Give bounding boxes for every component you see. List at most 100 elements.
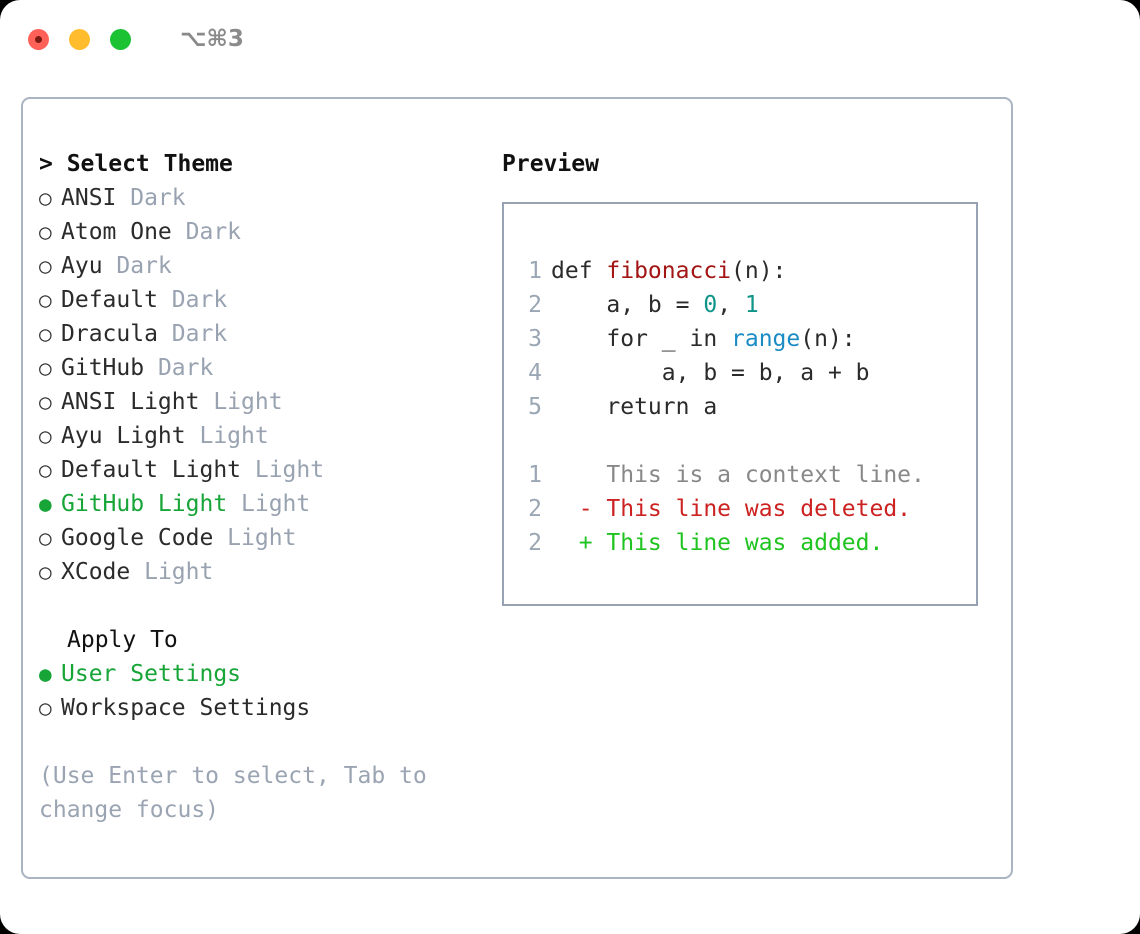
code-token-plain: (n): [731,258,787,284]
maximize-window-button[interactable] [110,28,131,50]
main-panel: > Select Theme ○ANSI Dark○Atom One Dark○… [21,97,1013,879]
theme-option-label: GitHub Light [61,491,228,517]
theme-selector-column: > Select Theme ○ANSI Dark○Atom One Dark○… [39,147,489,827]
diff-line-content: - This line was deleted. [551,496,912,522]
apply-to-option-workspace-settings[interactable]: ○ Workspace Settings [39,691,489,725]
theme-option-xcode[interactable]: ○XCode Light [39,555,489,589]
theme-option-github[interactable]: ○GitHub Dark [39,351,489,385]
diff-line-content: + This line was added. [551,530,884,556]
theme-option-label: ANSI Light [61,389,200,415]
code-line: 2 a, b = 0, 1 [516,288,925,322]
theme-option-variant-tag: Light [241,457,325,483]
close-window-button[interactable] [28,28,49,50]
code-token-plain: a, b = b, a + b [661,360,870,386]
minimize-window-button[interactable] [69,28,90,50]
code-line: 5 return a [516,390,925,424]
theme-option-ansi-light[interactable]: ○ ANSI Light Light [39,385,489,419]
apply-to-option-user-settings[interactable]: ● User Settings [39,657,489,691]
code-token-plain: return a [606,394,718,420]
code-line-content: def fibonacci(n): [542,254,786,288]
theme-option-atom-one[interactable]: ○ Atom One Dark [39,215,489,249]
code-line-content: a, b = 0, 1 [542,288,759,322]
code-line-content: a, b = b, a + b [542,356,870,390]
theme-option-variant-tag: Dark [144,355,214,381]
theme-option-label: ANSI [61,185,117,211]
radio-unselected-icon: ○ [39,390,52,414]
code-token-fn: fibonacci [606,258,732,284]
theme-option-variant-tag: Dark [171,219,242,245]
radio-unselected-icon: ○ [39,526,52,550]
apply-to-list[interactable]: ● User Settings ○ Workspace Settings [39,657,489,725]
code-token-plain: for _ in [606,326,732,352]
radio-unselected-icon: ○ [39,220,52,244]
radio-unselected-icon: ○ [39,356,52,380]
line-number: 4 [528,360,542,386]
radio-unselected-icon: ○ [39,322,52,346]
line-number: 2 [528,292,542,318]
radio-unselected-icon: ○ [39,696,52,720]
line-number: 3 [528,326,542,352]
radio-unselected-icon: ○ [39,458,52,482]
code-line-content: return a [542,390,717,424]
theme-option-ayu-light[interactable]: ○Ayu Light Light [39,419,489,453]
theme-option-default[interactable]: ○ Default Dark [39,283,489,317]
apply-to-option-label: User Settings [61,661,242,687]
diff-line-content: This is a context line. [551,462,925,488]
theme-option-default-light[interactable]: ○ Default Light Light [39,453,489,487]
diff-line-del: 2 - This line was deleted. [516,492,925,526]
theme-option-ansi[interactable]: ○ ANSI Dark [39,181,489,215]
code-line-content: for _ in range(n): [542,322,855,356]
diff-line-ctx: 1 This is a context line. [516,458,925,492]
title-bar: ⌥⌘3 [0,0,1140,78]
code-token-plain: def [551,258,607,284]
radio-unselected-icon: ○ [39,424,52,448]
theme-option-label: Google Code [61,525,214,551]
apply-to-header: Apply To [67,627,178,653]
theme-option-variant-tag: Dark [116,185,186,211]
code-blank-line [516,424,925,458]
code-token-num: 1 [744,292,759,318]
theme-option-variant-tag: Dark [102,253,172,279]
radio-selected-icon: ● [39,662,52,686]
line-number: 2 [528,530,542,556]
theme-option-label: XCode [61,559,131,585]
code-token-plain: , [717,292,745,318]
code-token-num: 0 [703,292,718,318]
preview-header: Preview [502,151,599,177]
code-line: 3 for _ in range(n): [516,322,925,356]
radio-unselected-icon: ○ [39,560,52,584]
theme-option-label: Dracula [61,321,158,347]
theme-option-label: Default Light [61,457,242,483]
select-theme-header: > Select Theme [39,151,233,177]
line-number: 1 [528,258,542,284]
theme-option-github-light[interactable]: ● GitHub Light Light [39,487,489,521]
keyboard-shortcut-label: ⌥⌘3 [180,26,244,52]
theme-option-variant-tag: Dark [157,321,228,347]
line-number: 5 [528,394,542,420]
theme-option-variant-tag: Light [227,491,311,517]
theme-option-variant-tag: Light [199,389,283,415]
theme-option-ayu[interactable]: ○Ayu Dark [39,249,489,283]
theme-option-google-code[interactable]: ○Google Code Light [39,521,489,555]
theme-option-label: Default [61,287,158,313]
theme-option-variant-tag: Dark [157,287,228,313]
panel-columns: > Select Theme ○ANSI Dark○Atom One Dark○… [23,99,1011,877]
radio-unselected-icon: ○ [39,288,52,312]
apply-to-option-label: Workspace Settings [61,695,311,721]
traffic-lights [28,28,131,50]
code-line: 4 a, b = b, a + b [516,356,925,390]
radio-selected-icon: ● [39,492,52,516]
keyboard-hint-text: (Use Enter to select, Tab to change focu… [39,763,441,823]
theme-option-dracula[interactable]: ○ Dracula Dark [39,317,489,351]
theme-option-label: Atom One [61,219,172,245]
theme-list[interactable]: ○ANSI Dark○Atom One Dark○Ayu Dark○Defaul… [39,181,489,589]
list-spacer [39,589,489,623]
radio-unselected-icon: ○ [39,186,52,210]
radio-unselected-icon: ○ [39,254,52,278]
code-token-call: range [731,326,801,352]
code-token-plain: a, b = [606,292,704,318]
